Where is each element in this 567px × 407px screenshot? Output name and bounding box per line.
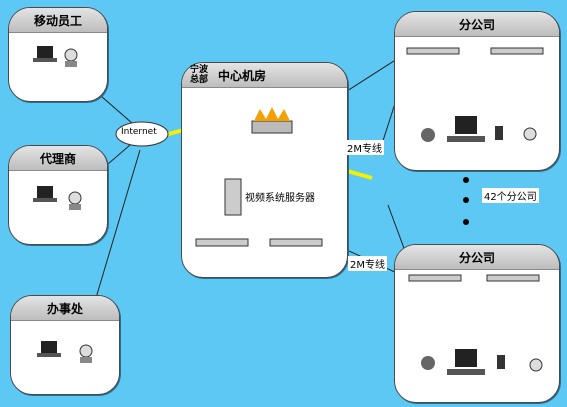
branch-count-label: 42个分公司 (482, 188, 539, 203)
user-icon (523, 127, 537, 141)
keyboard-icon (447, 136, 485, 142)
internet-label: Internet (121, 127, 157, 137)
site-agent-title: 代理商 (9, 146, 107, 171)
branch-equipment (406, 47, 544, 142)
user-icon (529, 358, 543, 372)
branch-bottom-title: 分公司 (395, 245, 559, 270)
dot-2 (463, 197, 469, 203)
microphone-icon (495, 126, 503, 140)
hq-title-bar: 宁波 总部 中心机房 (182, 63, 347, 88)
monitor-icon (455, 116, 477, 134)
laptop-user-icon (33, 46, 78, 67)
site-office: 办事处 (10, 295, 120, 395)
router-icon (486, 274, 540, 282)
cloud-icon (115, 121, 169, 147)
router-icon (490, 47, 544, 55)
monitor-icon (455, 349, 477, 367)
link-2m-bottom-label: 2M专线 (348, 256, 387, 271)
laptop-user-icon (37, 341, 93, 363)
site-office-title: 办事处 (11, 296, 119, 321)
laptop-user-icon (33, 186, 82, 210)
link-2m-top-label: 2M专线 (345, 140, 384, 155)
firewall-icon (251, 120, 293, 134)
video-server-label: 视频系统服务器 (245, 193, 315, 204)
site-mobile-staff: 移动员工 (8, 7, 108, 102)
branch-top: 分公司 (394, 11, 560, 171)
speaker-icon (421, 356, 435, 370)
dot-3 (463, 219, 469, 225)
hq-room: 中心机房 (218, 68, 267, 83)
branch-equipment (408, 274, 543, 375)
speaker-icon (421, 128, 435, 142)
server-icon (224, 178, 242, 216)
dot-1 (463, 177, 469, 183)
fire-icon (254, 107, 290, 121)
branch-top-title: 分公司 (395, 12, 559, 37)
hq-site: 宁波 总部 中心机房 视频系统服务器 (181, 62, 348, 278)
site-agent: 代理商 (8, 145, 108, 245)
branch-bottom: 分公司 (394, 244, 560, 403)
keyboard-icon (447, 369, 485, 375)
microphone-icon (497, 355, 505, 369)
site-mobile-staff-title: 移动员工 (9, 8, 107, 33)
hq-equipment (195, 107, 323, 247)
switch-icon (406, 47, 460, 55)
internet-cloud: Internet (115, 118, 170, 148)
switch-icon (195, 238, 249, 247)
switch-icon (408, 274, 462, 282)
hq-location: 宁波 总部 (190, 65, 209, 85)
router-icon (269, 238, 323, 247)
